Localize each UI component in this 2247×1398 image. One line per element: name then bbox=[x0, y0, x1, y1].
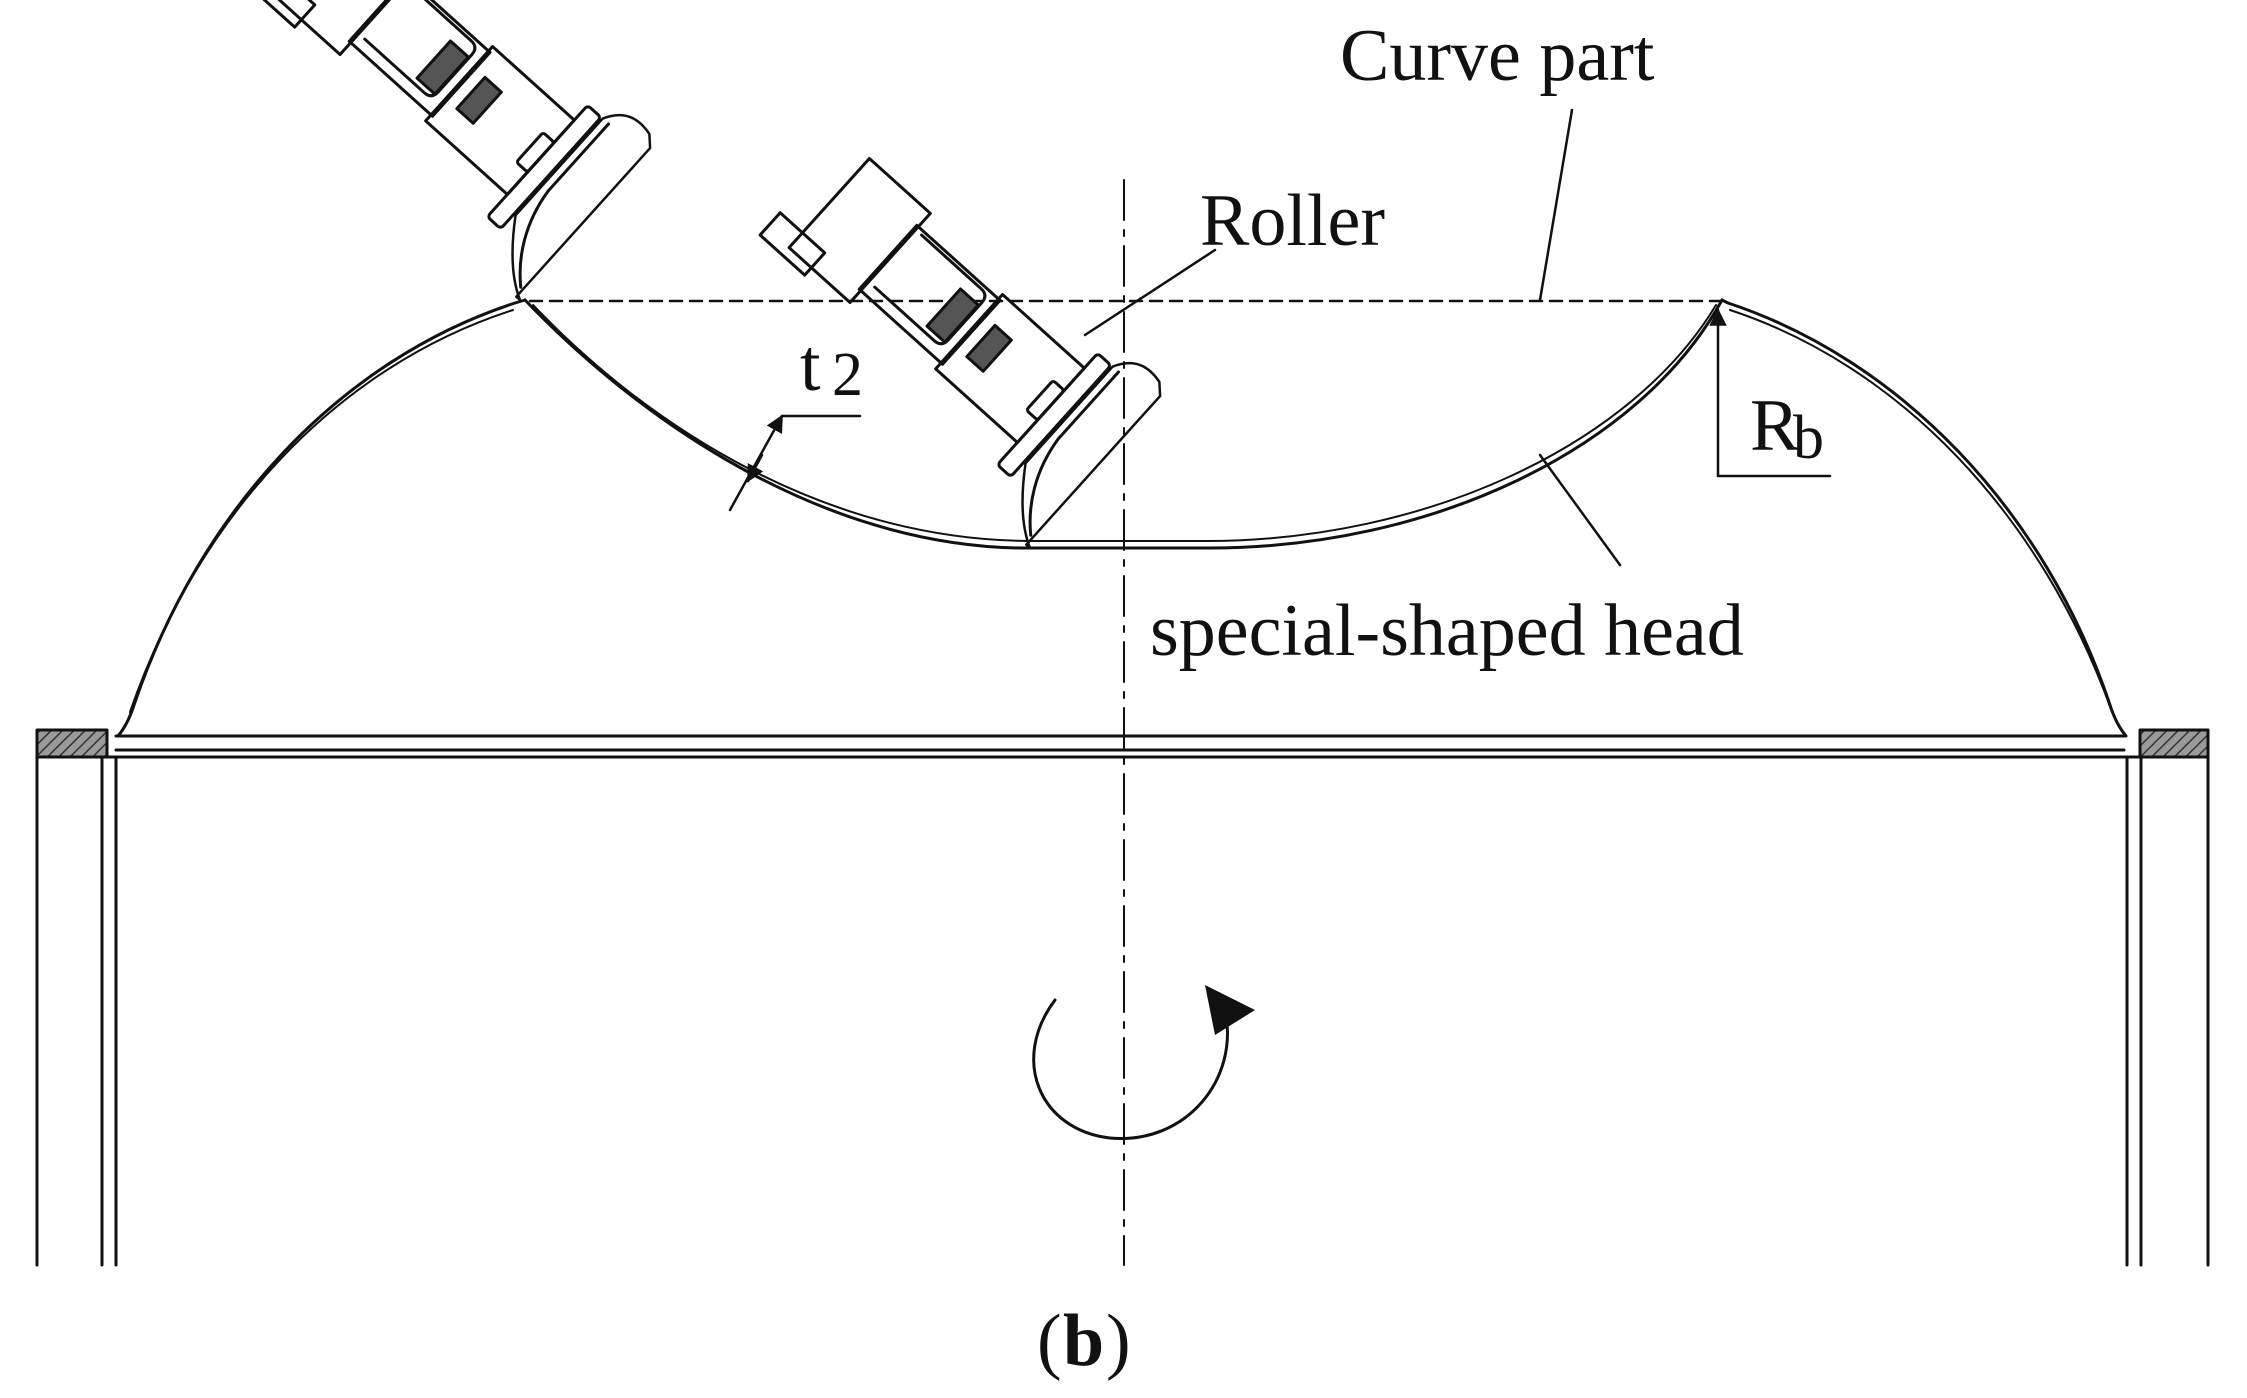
curve-part-label: Curve part bbox=[1340, 15, 1655, 97]
base-plate bbox=[100, 734, 2143, 759]
right-flange bbox=[2138, 728, 2210, 759]
rb-dimension bbox=[1709, 308, 1832, 478]
rotation-arrow-head bbox=[1205, 985, 1255, 1035]
t2-label: t 2 bbox=[800, 325, 863, 409]
t2-dimension bbox=[728, 414, 862, 512]
roller-leader bbox=[1083, 248, 1217, 337]
special-shaped-head-label: special-shaped head bbox=[1150, 590, 1744, 672]
svg-text:R: R bbox=[1750, 385, 1800, 467]
svg-text:2: 2 bbox=[832, 341, 863, 409]
outer-head-curve-inner bbox=[129, 309, 2113, 713]
curve-part-leader bbox=[1538, 108, 1574, 302]
vessel-right-wall bbox=[2125, 755, 2210, 1267]
svg-text:t: t bbox=[800, 325, 821, 407]
left-flange bbox=[35, 728, 109, 759]
figure-caption: ( b ) bbox=[1037, 1300, 1131, 1382]
svg-text:b: b bbox=[1063, 1300, 1104, 1382]
roller-assembly-top bbox=[248, 0, 652, 302]
special-shaped-head-curve-inner bbox=[532, 304, 1717, 542]
svg-text:(: ( bbox=[1037, 1300, 1062, 1382]
vessel-left-wall bbox=[35, 755, 118, 1267]
svg-text:): ) bbox=[1106, 1300, 1131, 1382]
rotation-arrow bbox=[1032, 998, 1229, 1140]
outer-head-curve bbox=[116, 298, 2128, 738]
special-shaped-head-curve bbox=[523, 298, 1724, 550]
special-head-leader bbox=[1538, 453, 1622, 567]
roller-label: Roller bbox=[1200, 180, 1385, 262]
svg-text:b: b bbox=[1793, 404, 1824, 472]
roller-assembly-middle bbox=[758, 156, 1162, 550]
rb-label: R b bbox=[1750, 385, 1824, 472]
